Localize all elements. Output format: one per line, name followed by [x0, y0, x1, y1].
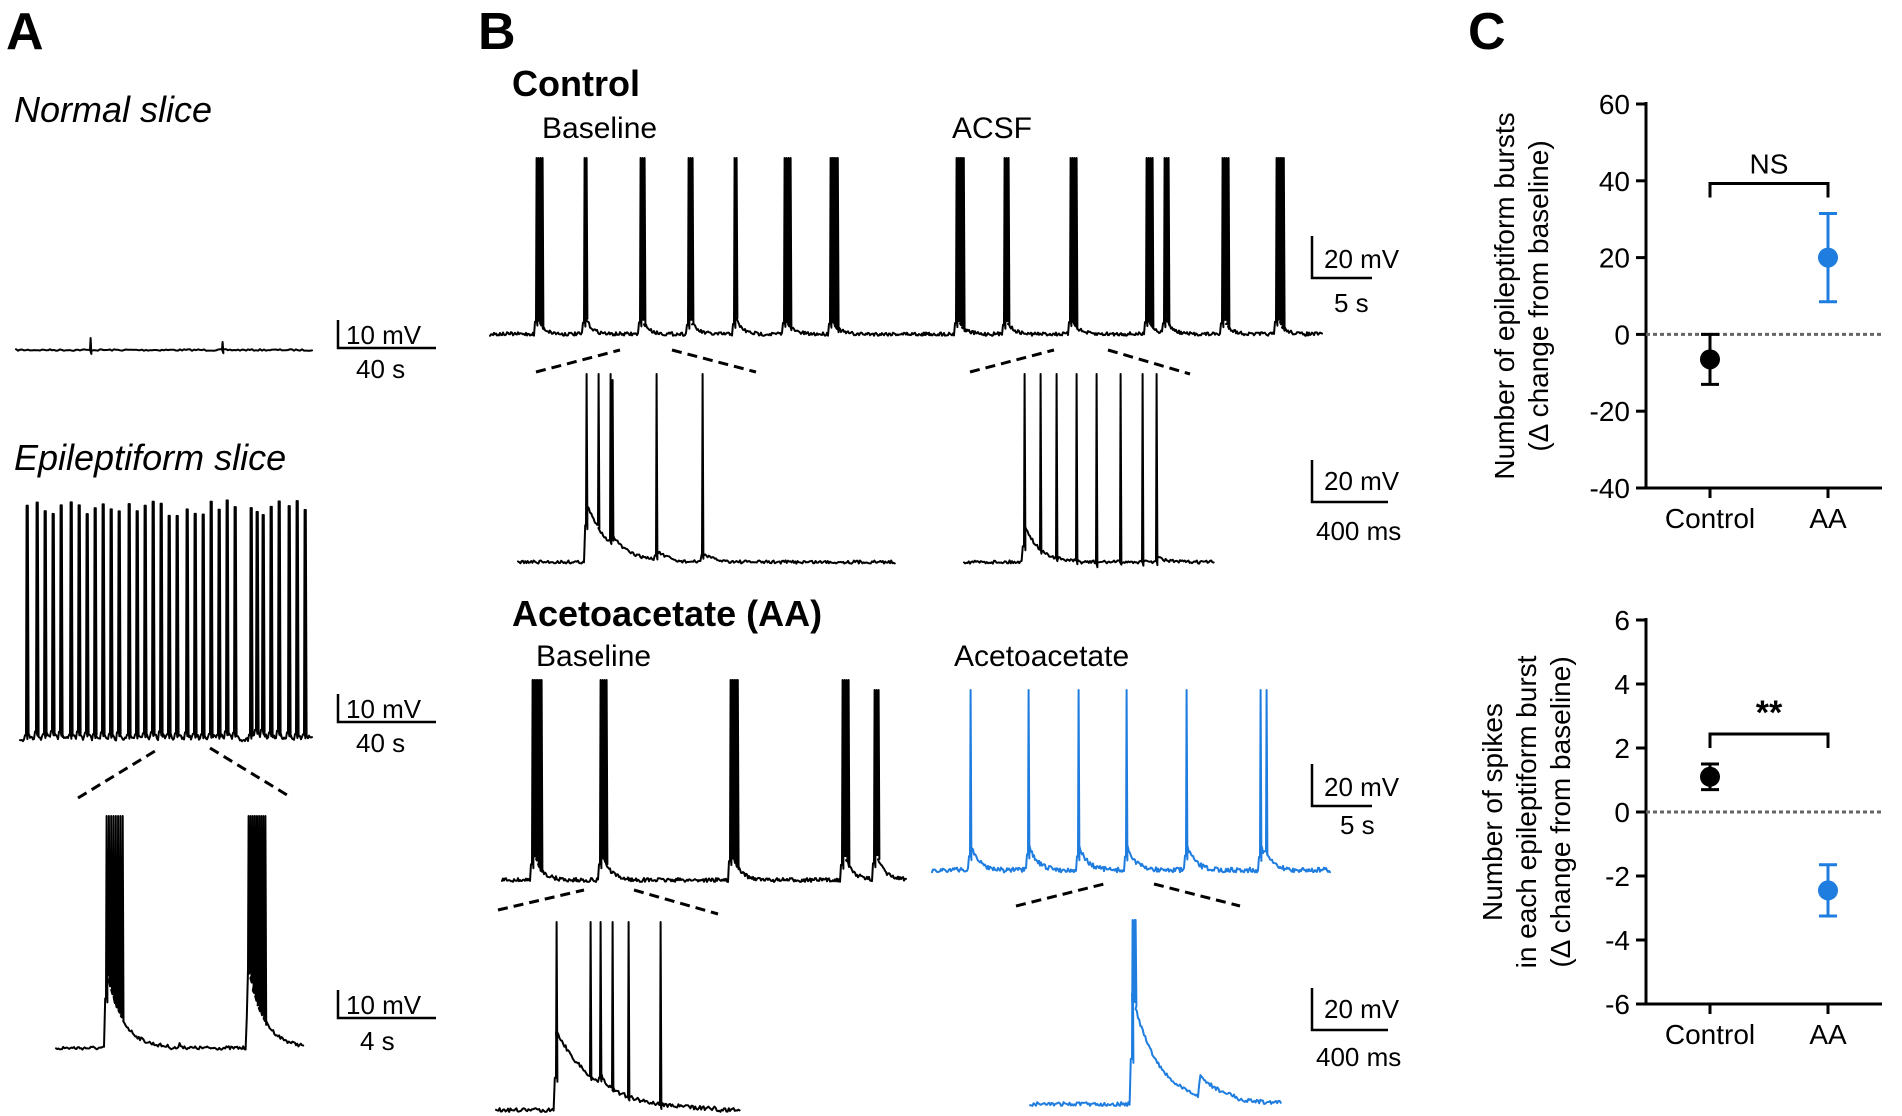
spikes-ytick-label: 6	[1614, 605, 1630, 636]
trace-epileptiform-zoom	[55, 815, 305, 1051]
control-baseline-label: Baseline	[542, 112, 658, 145]
scale-control-long-t: 5 s	[1334, 288, 1369, 318]
spikes-ytick-label: 4	[1614, 669, 1630, 700]
scale-bar-normal	[336, 320, 436, 350]
trace-aa-baseline-zoom	[495, 921, 741, 1113]
panel-letter-c: C	[1468, 3, 1506, 61]
spikes-xtick-label: AA	[1809, 1019, 1847, 1050]
spikes-ylabel-1: Number of spikes	[1477, 703, 1508, 921]
bursts-ylabel-1: Number of epileptiform bursts	[1489, 112, 1520, 479]
bursts-ytick-label: 60	[1599, 89, 1630, 120]
trace-epileptiform-slice	[19, 499, 313, 743]
bursts-sig-bracket	[1708, 181, 1830, 198]
bursts-ytick-label: -20	[1590, 396, 1630, 427]
bursts-ytick-label: 20	[1599, 243, 1630, 274]
trace-normal-slice	[15, 337, 313, 355]
panel-letter-b: B	[478, 3, 516, 61]
aa-title: Acetoacetate (AA)	[512, 593, 823, 634]
spikes-ylabel-2: in each epileptiform burst	[1511, 655, 1542, 968]
spikes-point-aa	[1818, 880, 1838, 901]
epileptiform-slice-title: Epileptiform slice	[14, 437, 287, 478]
scale-bar-epi	[336, 694, 436, 724]
spikes-sig-label: **	[1756, 694, 1783, 732]
spikes-ytick-label: 0	[1614, 797, 1630, 828]
spikes-ytick-label: -2	[1605, 861, 1630, 892]
bursts-point-aa	[1818, 247, 1838, 268]
control-acsf-label: ACSF	[952, 112, 1033, 145]
panel-letter-a: A	[6, 3, 44, 61]
spikes-xtick-label: Control	[1665, 1019, 1755, 1050]
bursts-xtick-label: AA	[1809, 503, 1847, 534]
bursts-point-control	[1700, 349, 1720, 370]
bursts-ytick-label: -40	[1590, 473, 1630, 504]
scale-bar-control-long	[1310, 236, 1372, 280]
spikes-ytick-label: -4	[1605, 925, 1630, 956]
normal-slice-title: Normal slice	[14, 89, 213, 130]
scale-aa-zoom-t: 400 ms	[1316, 1042, 1402, 1072]
scale-bar-aa-long	[1310, 764, 1372, 808]
scale-bar-control-zoom	[1310, 460, 1388, 504]
aa-baseline-label: Baseline	[536, 640, 652, 673]
trace-control-acsf	[921, 157, 1323, 337]
trace-control-baseline-zoom	[517, 373, 896, 565]
scale-normal-t: 40 s	[356, 354, 406, 384]
aa-acetoacetate-label: Acetoacetate	[954, 640, 1130, 673]
scale-bars	[336, 236, 1388, 1032]
chart-epileptiform-bursts: Number of epileptiform bursts(Δ change f…	[1489, 89, 1882, 534]
scale-zoom-t: 4 s	[360, 1026, 395, 1056]
scale-epi-t: 40 s	[356, 728, 406, 758]
scale-control-zoom-v: 20 mV	[1324, 466, 1400, 496]
trace-control-baseline	[489, 157, 931, 337]
zoom-guides	[77, 348, 1241, 916]
scale-control-zoom-t: 400 ms	[1316, 516, 1402, 546]
scale-aa-long-v: 20 mV	[1324, 772, 1400, 802]
trace-aa-acetoacetate-zoom	[1029, 919, 1282, 1107]
trace-aa-baseline	[501, 679, 907, 883]
scale-aa-zoom-v: 20 mV	[1324, 994, 1400, 1024]
voltage-traces	[15, 157, 1331, 1113]
bursts-ytick-label: 0	[1614, 319, 1630, 350]
bursts-xtick-label: Control	[1665, 503, 1755, 534]
control-title: Control	[512, 63, 640, 104]
bursts-ytick-label: 40	[1599, 166, 1630, 197]
trace-control-acsf-zoom	[963, 373, 1215, 569]
scale-normal-v: 10 mV	[346, 320, 422, 350]
spikes-point-control	[1700, 766, 1720, 787]
scale-bar-aa-zoom	[1310, 988, 1388, 1032]
spikes-sig-bracket	[1708, 732, 1830, 748]
scale-aa-long-t: 5 s	[1340, 810, 1375, 840]
scale-control-long-v: 20 mV	[1324, 244, 1400, 274]
scale-epi-v: 10 mV	[346, 694, 422, 724]
scale-bar-zoom	[336, 990, 436, 1020]
scale-zoom-v: 10 mV	[346, 990, 422, 1020]
bursts-sig-label: NS	[1750, 148, 1789, 179]
bursts-ylabel-2: (Δ change from baseline)	[1523, 140, 1554, 451]
spikes-ytick-label: -6	[1605, 989, 1630, 1020]
spikes-ylabel-3: (Δ change from baseline)	[1545, 656, 1576, 967]
spikes-ytick-label: 2	[1614, 733, 1630, 764]
trace-aa-acetoacetate	[931, 689, 1331, 874]
